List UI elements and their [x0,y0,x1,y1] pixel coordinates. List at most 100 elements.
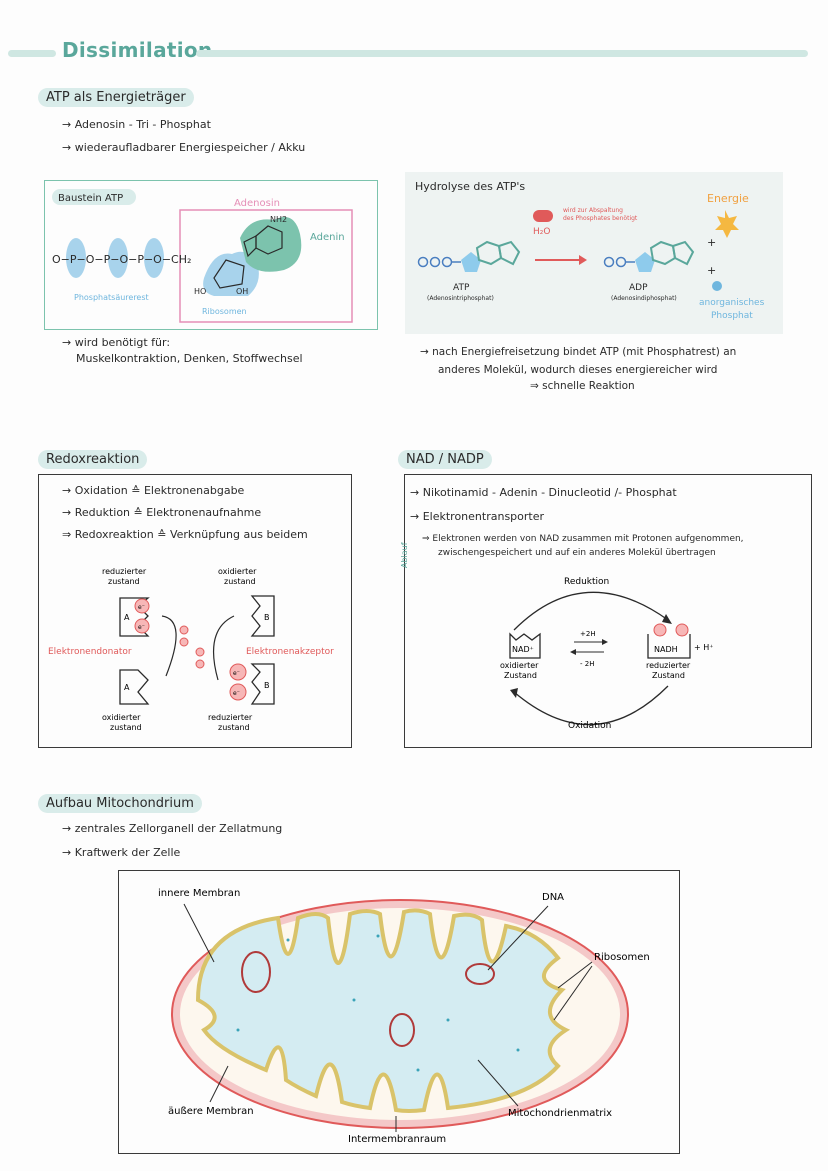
ribose-ho: HO [194,287,206,296]
atp-bullet-1: → Adenosin - Tri - Phosphat [62,118,211,131]
water-note-2: des Phosphates benötigt [563,215,638,222]
baustein-diagram: Baustein ATP Adenosin Adenin O−P−O−P−O−P… [52,189,353,323]
nadh-shape [647,634,691,659]
redox-box [38,474,352,748]
ribosome-dot-6 [416,1068,420,1072]
ribose-oh: OH [236,287,248,296]
adp-label: ADP [629,283,648,293]
nad-diagram: Reduktion NAD⁺ oxidierter Zustand +2H - … [500,577,713,731]
page-title: Dissimilation [62,38,213,62]
ribose-ring [213,259,245,289]
donor-electron-2 [134,618,150,634]
ribosome-dot-3 [376,934,380,938]
ablauf-text-1: ⇒ Elektronen werden von NAD zusammen mit… [422,534,744,544]
acceptor-oxidized-b: B [264,613,270,622]
donor-electron-1 [134,598,150,614]
phosphate-blob-2 [108,238,128,278]
acceptor-reduced-b: B [264,681,270,690]
atp-adenin-2 [497,240,521,266]
redox-red-state-1: reduzierter [102,567,147,576]
donor-reduced-a: A [124,613,130,622]
redox-arrow-left [161,615,177,677]
atp-sub: (Adenosintriphosphat) [427,295,494,302]
atp-needed-1: → wird benötigt für: [62,336,171,349]
nad-line-2: → Elektronentransporter [410,510,545,523]
adenin-ring-5 [243,235,257,258]
nad-heading: NAD / NADP [398,450,492,469]
water-drop [533,210,553,222]
atp-bullet-2: → wiederaufladbarer Energiespeicher / Ak… [62,141,306,154]
water-label: H₂O [533,227,550,237]
adp-adenin-1 [649,240,677,266]
label-dna: DNA [542,892,564,903]
plus-2: + [707,264,716,277]
atp-adenin-1 [475,240,503,266]
redox-red-bottom-1: reduzierter [208,713,253,722]
oxidation-label: Oxidation [568,721,611,731]
baustein-box [44,180,378,330]
donor-oxidized-shape [119,669,150,705]
reaction-arrowhead [579,255,587,265]
oxidation-arrow [513,685,669,726]
reduktion-arrow [513,591,669,631]
mito-bullet-1: → zentrales Zellorganell der Zellatmung [62,822,283,835]
hydrolyse-note-1: → nach Energiefreisetzung bindet ATP (mi… [420,346,737,358]
nad-box [404,474,812,748]
adenosin-label: Adenosin [234,198,280,209]
hydrolyse-note-2: anderes Molekül, wodurch dieses energier… [438,364,718,376]
nadh-electron-1 [653,623,667,637]
nad-ox-1: oxidierter [500,661,539,670]
atp-needed-2: Muskelkontraktion, Denken, Stoffwechsel [76,352,303,365]
mito-heading: Aufbau Mitochondrium [38,794,202,813]
nadh-electron-2 [675,623,689,637]
ablauf-label: Ablauf [400,542,409,568]
adenin-blob [240,217,302,272]
reduktion-label: Reduktion [564,577,609,587]
acceptor-oxidized-shape [250,595,275,637]
redox-diagram: reduzierter zustand oxidierter zustand A… [48,567,334,732]
phosphat-label-1: anorganisches [699,298,765,308]
adp-p1 [603,256,615,268]
transit-electron-3 [195,647,205,657]
redox-ox-bottom-1: oxidierter [102,713,141,722]
redox-red-state-2: zustand [108,577,140,586]
nad-plus-label: NAD⁺ [512,645,534,654]
ribosome-dot-5 [516,1048,520,1052]
pointer-dna [487,905,549,971]
pointer-outer [209,1065,229,1103]
atp-label: ATP [453,283,470,293]
phosphate-blob-3 [144,238,164,278]
reduktion-arrowhead [662,614,672,624]
adenin-label: Adenin [310,232,345,243]
redox-line-1: → Oxidation ≙ Elektronenabgabe [62,484,245,497]
redox-ox-bottom-2: zustand [110,723,142,732]
adp-sub: (Adenosindiphosphat) [611,295,677,302]
mito-diagram: innere Membran DNA Ribosomen äußere Memb… [158,888,650,1145]
transit-electron-1 [179,625,189,635]
minus2h-label: - 2H [580,660,594,668]
acceptor-e-2: e⁻ [233,690,240,697]
dna-ring-2 [465,963,495,985]
ribose-label: Ribosomen [202,307,247,316]
title-bar-right [196,50,808,57]
dna-ring-3 [389,1013,415,1047]
redox-line-3: ⇒ Redoxreaktion ≙ Verknüpfung aus beidem [62,528,308,541]
atp-heading: ATP als Energieträger [38,88,194,107]
label-outer-membrane: äußere Membran [168,1106,254,1117]
adenosin-box [179,209,353,323]
akzeptor-label: Elektronenakzeptor [246,647,334,657]
water-note-1: wird zur Abspaltung [563,207,623,214]
oxidation-arrowhead [510,688,518,698]
nad-plus-shape [509,632,541,659]
donor-oxidized-a: A [124,683,130,692]
energie-label: Energie [707,192,749,205]
adenin-nh2: NH2 [270,215,287,224]
nad-ox-2: Zustand [504,671,537,680]
label-intermembran: Intermembranraum [348,1134,446,1145]
redox-red-bottom-2: zustand [218,723,250,732]
dna-ring-1 [241,951,271,993]
plus2h-label: +2H [580,630,596,638]
pointer-ribosomen-2 [553,965,593,1021]
label-inner-membrane: innere Membran [158,888,240,899]
acceptor-reduced-shape [250,663,275,705]
